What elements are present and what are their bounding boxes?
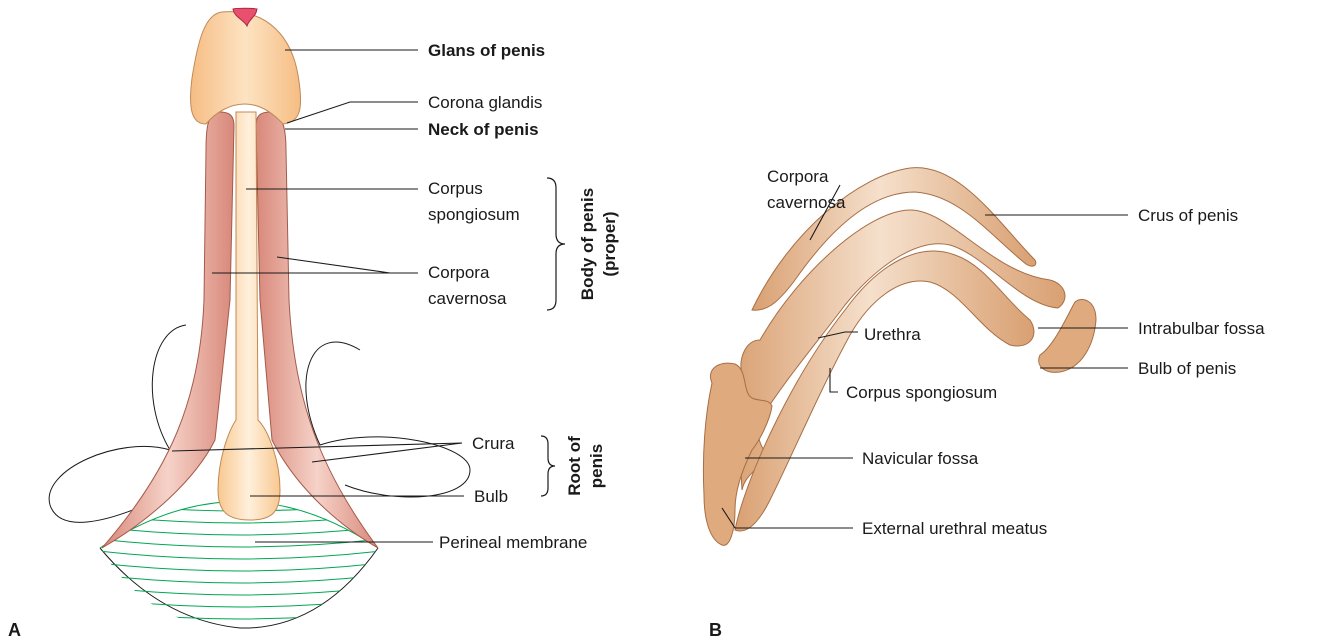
- label-crura: Crura: [472, 434, 515, 453]
- label-b-navicular: Navicular fossa: [862, 449, 979, 468]
- label-b-corpora-1: Corpora: [767, 167, 829, 186]
- label-neck: Neck of penis: [428, 120, 539, 139]
- leader-corpora-cavernosa-2: [277, 257, 390, 273]
- label-corpora-cavernosa-2: cavernosa: [428, 289, 507, 308]
- group-body-line2: (proper): [600, 211, 619, 276]
- label-b-intrabulbar: Intrabulbar fossa: [1138, 319, 1265, 338]
- leader-crura-2: [312, 443, 462, 462]
- label-corpus-spongiosum-1: Corpus: [428, 179, 483, 198]
- bulb-section: [1039, 299, 1096, 372]
- glans-penis: [191, 12, 301, 124]
- label-b-urethra: Urethra: [864, 325, 921, 344]
- panel-letter-a: A: [8, 620, 21, 640]
- leader-corona: [287, 102, 418, 123]
- panel-a: Glans of penis Corona glandis Neck of pe…: [8, 8, 619, 640]
- label-corpus-spongiosum-2: spongiosum: [428, 205, 520, 224]
- label-b-corpus-sp: Corpus spongiosum: [846, 383, 997, 402]
- label-bulb: Bulb: [474, 487, 508, 506]
- panel-b: Corpora cavernosa Crus of penis Urethra …: [703, 167, 1265, 640]
- panel-letter-b: B: [709, 620, 722, 640]
- group-body-line1: Body of penis: [578, 188, 597, 300]
- label-corona: Corona glandis: [428, 93, 542, 112]
- label-b-bulb: Bulb of penis: [1138, 359, 1236, 378]
- brace-body: [547, 178, 565, 310]
- label-b-meatus: External urethral meatus: [862, 519, 1047, 538]
- label-b-crus: Crus of penis: [1138, 206, 1238, 225]
- label-perineal: Perineal membrane: [439, 533, 587, 552]
- brace-root: [541, 436, 555, 496]
- group-root-line2: penis: [587, 444, 606, 488]
- label-corpora-cavernosa-1: Corpora: [428, 263, 490, 282]
- label-b-corpora-2: cavernosa: [767, 193, 846, 212]
- group-root-line1: Root of: [565, 436, 584, 496]
- label-glans: Glans of penis: [428, 41, 545, 60]
- corpus-cavernosum-left: [102, 112, 234, 548]
